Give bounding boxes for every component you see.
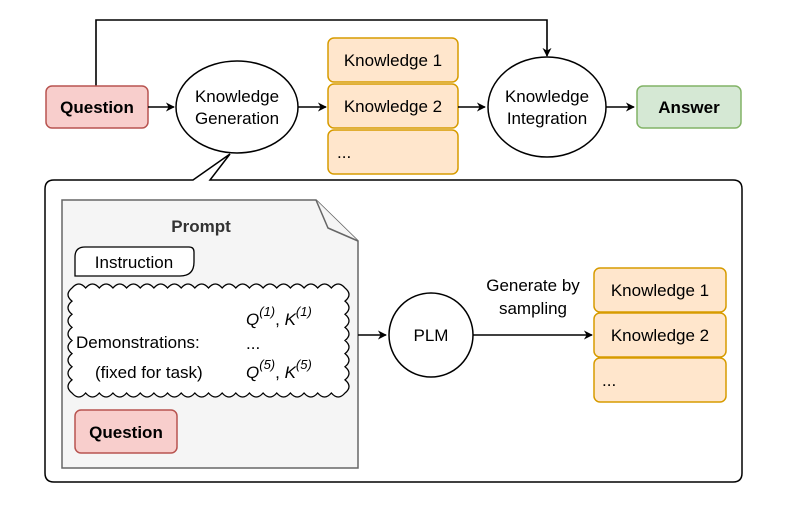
answer-box (636, 85, 742, 129)
prompt-question-box (74, 409, 178, 454)
knowledge-generation-ellipse (175, 60, 299, 154)
generate-label-line2: sampling (499, 299, 567, 318)
demo-first-k-sup: (1) (296, 304, 312, 319)
instruction-shape (74, 246, 195, 277)
top-knowledge-item-label: ... (337, 143, 351, 162)
knowledge-integration-node: Knowledge Integration (487, 56, 607, 158)
demo-first-q: Q (246, 310, 259, 329)
demo-last-k-sup: (5) (296, 357, 312, 372)
knowledge-integration-ellipse (487, 56, 607, 158)
demo-first-pair: Q(1), K(1) (246, 304, 312, 329)
top-knowledge-item (327, 129, 459, 175)
demonstrations-label-line2: (fixed for task) (95, 363, 203, 382)
prompt-title: Prompt (171, 217, 231, 236)
generate-label-line1: Generate by (486, 276, 580, 295)
top-knowledge-item (327, 37, 459, 83)
prompt-question-node: Question (74, 409, 178, 454)
demo-ellipsis: ... (246, 334, 260, 353)
plm-label: PLM (414, 326, 449, 345)
top-knowledge-item (327, 83, 459, 129)
demo-last-k: K (285, 363, 297, 382)
question-to-integration-connector (95, 19, 552, 86)
detail-knowledge-item-label: ... (602, 371, 616, 390)
demo-last-sep: , (275, 363, 284, 382)
knowledge-integration-label-line1: Knowledge (505, 87, 589, 106)
demo-last-pair: Q(5), K(5) (246, 357, 312, 382)
knowledge-integration-label-line2: Integration (507, 109, 587, 128)
demo-first-k: K (285, 310, 297, 329)
top-knowledge-stack: Knowledge 1 Knowledge 2 ... (327, 37, 459, 175)
demo-last-q-sup: (5) (259, 357, 275, 372)
demo-last-q: Q (246, 363, 259, 382)
detail-knowledge-item (593, 267, 727, 313)
instruction-label: Instruction (95, 253, 173, 272)
answer-label: Answer (658, 98, 720, 117)
knowledge-generation-label-line1: Knowledge (195, 87, 279, 106)
demo-first-sep: , (275, 310, 284, 329)
detail-knowledge-item-label: Knowledge 1 (611, 281, 709, 300)
top-knowledge-item-label: Knowledge 1 (344, 51, 442, 70)
plm-node: PLM (388, 292, 474, 378)
detail-knowledge-item (593, 357, 727, 403)
demonstrations-block: Demonstrations: (fixed for task) Q(1), K… (67, 283, 350, 398)
demonstrations-box (67, 283, 350, 398)
detail-knowledge-item (593, 312, 727, 358)
detail-knowledge-stack: Knowledge 1 Knowledge 2 ... (593, 267, 727, 403)
top-knowledge-item-label: Knowledge 2 (344, 97, 442, 116)
question-label: Question (60, 98, 134, 117)
demo-first-q-sup: (1) (259, 304, 275, 319)
demonstrations-label-line1: Demonstrations: (76, 333, 200, 352)
question-node: Question (45, 85, 149, 129)
knowledge-generation-label-line2: Generation (195, 109, 279, 128)
knowledge-generation-node: Knowledge Generation (175, 60, 299, 154)
prompt-page-fold (315, 199, 359, 242)
answer-node: Answer (636, 85, 742, 129)
prompt-question-label: Question (89, 423, 163, 442)
instruction-tag: Instruction (74, 246, 195, 277)
detail-knowledge-item-label: Knowledge 2 (611, 326, 709, 345)
